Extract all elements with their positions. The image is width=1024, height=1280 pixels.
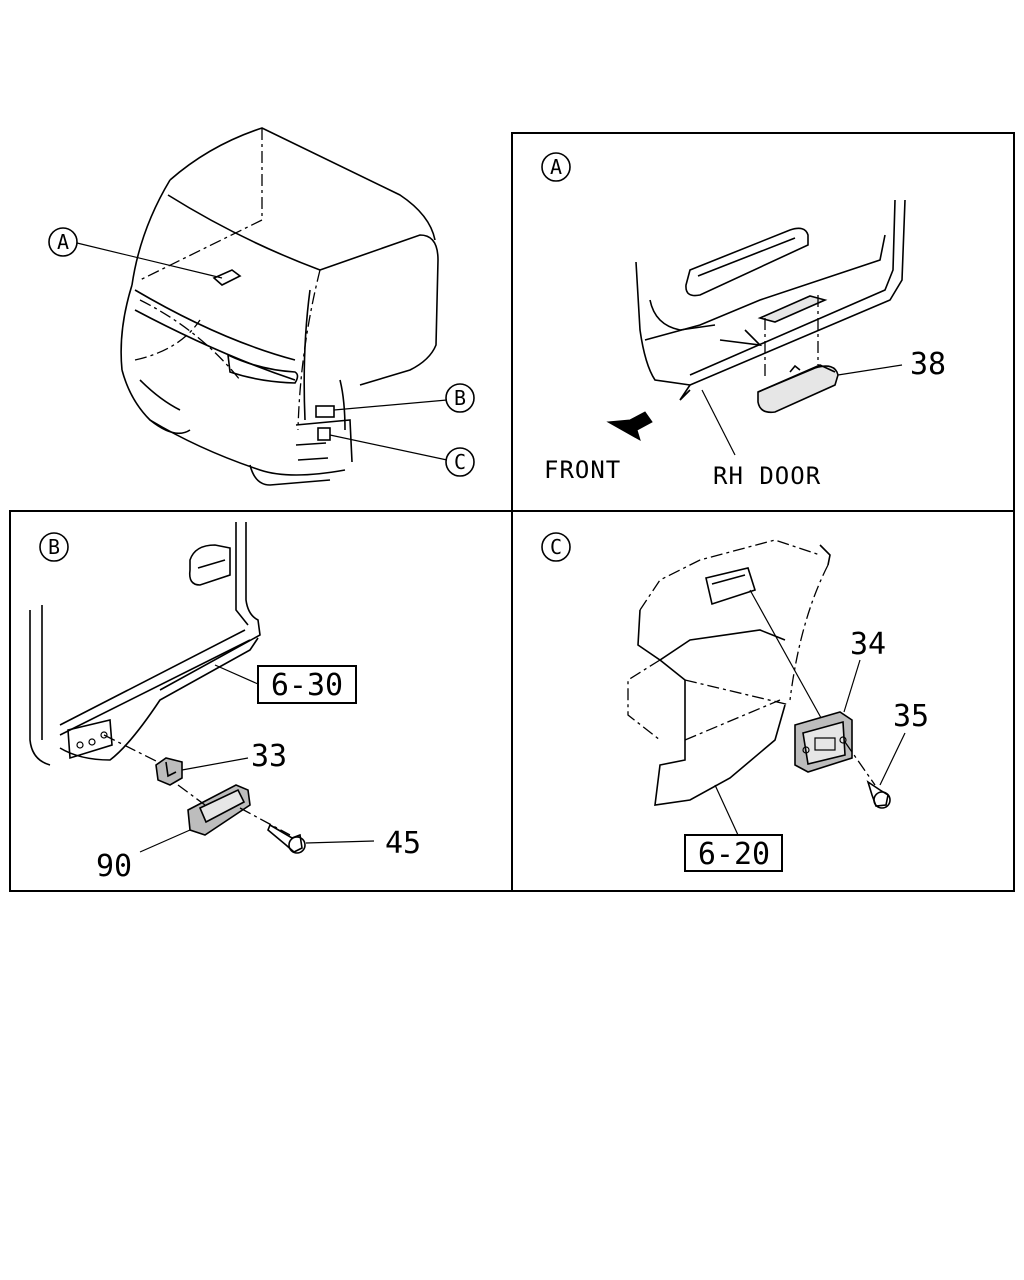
part-35-label: 35 xyxy=(893,699,929,734)
callout-a-label: A xyxy=(57,230,69,254)
ref-box-6-30: 6-30 xyxy=(271,668,343,703)
detail-b-letter: B xyxy=(48,535,60,559)
truck-cab-overview xyxy=(76,127,448,486)
part-45-label: 45 xyxy=(385,826,421,861)
callout-c: C xyxy=(445,447,475,477)
part-33-label: 33 xyxy=(251,739,287,774)
part-34-label: 34 xyxy=(850,627,886,662)
front-label: FRONT xyxy=(544,456,621,484)
callout-c-label: C xyxy=(454,450,466,474)
part-90-label: 90 xyxy=(96,849,132,884)
rh-door-label: RH DOOR xyxy=(713,462,821,490)
callout-b: B xyxy=(445,383,475,413)
detail-a-letter: A xyxy=(550,155,562,179)
detail-c-letter: C xyxy=(550,535,562,559)
callout-a: A xyxy=(48,227,78,257)
part-38-label: 38 xyxy=(910,347,946,382)
ref-box-6-20: 6-20 xyxy=(698,837,770,872)
callout-b-label: B xyxy=(454,386,466,410)
detail-c: C 34 35 6-20 xyxy=(541,532,929,872)
detail-a: A 38 FRONT RH DOOR xyxy=(541,152,946,490)
panel-frames xyxy=(9,132,1015,892)
detail-b: B 33 90 45 6-30 xyxy=(29,522,421,884)
